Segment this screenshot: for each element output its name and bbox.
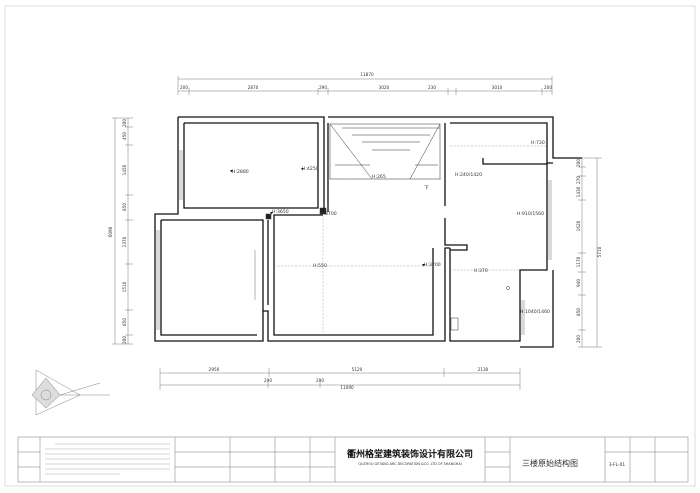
right-dim-5: 1170 (576, 256, 581, 267)
right-dim-6: 940 (576, 279, 581, 287)
top-dim-1: 200 (180, 85, 188, 90)
level-markers (230, 168, 425, 267)
right-dim-3: 1430 (576, 186, 581, 197)
right-dim-8: 200 (576, 335, 581, 343)
left-dim-3: 1450 (122, 164, 127, 175)
label-h-910-1560: H:910/1560 (517, 211, 544, 217)
top-dimension-chain (177, 76, 553, 95)
bottom-total-dimension: 11090 (340, 385, 354, 390)
label-h-3700: H:3700 (320, 211, 337, 217)
bottom-dim-3: 2130 (478, 367, 489, 372)
right-dim-2: 270 (576, 176, 581, 184)
left-dim-1: 200 (122, 119, 127, 127)
fixtures (265, 207, 510, 331)
label-h-730: H:730 (531, 140, 545, 146)
left-dim-5: 1370 (122, 236, 127, 247)
top-total-dimension: 11870 (360, 72, 374, 77)
sheet-frame (4, 5, 696, 487)
label-h-3200: H:3200 (424, 262, 441, 268)
drawing-number: 3-FL-01 (609, 462, 626, 468)
left-dim-6: 1510 (122, 281, 127, 292)
left-total-dimension: 6090 (108, 226, 113, 237)
notes-text-lines (45, 443, 170, 475)
label-h-4250: H:4250 (302, 166, 319, 172)
right-dim-4: 1620 (576, 220, 581, 231)
bottom-dim-2: 5120 (352, 367, 363, 372)
left-dim-7: 850 (122, 318, 127, 326)
right-dim-7: 850 (576, 308, 581, 316)
bottom-dimension-chain (159, 368, 521, 390)
company-name-cn: 衢州格堂建筑装饰设计有限公司 (347, 448, 473, 460)
bottom-dim-1: 2950 (209, 367, 220, 372)
left-dim-8: 200 (122, 336, 127, 344)
label-h-3650: H:3650 (272, 209, 289, 215)
right-total-dimension: 5710 (597, 246, 602, 257)
company-name-en: QUZHOU GETANG ARC DECORATION &CO. LTD OF… (358, 462, 461, 466)
label-h-265: H:265 (372, 174, 386, 180)
compass-symbol (31, 369, 110, 416)
top-dim-4: 3020 (379, 85, 390, 90)
windows (156, 150, 552, 335)
drawing-title: 三楼原始结构图 (522, 458, 578, 468)
outer-walls (154, 116, 582, 348)
label-down: 下 (424, 185, 429, 191)
hidden-lines (274, 145, 547, 335)
label-h-370: H:370 (474, 268, 488, 274)
top-dim-7: 200 (544, 85, 552, 90)
label-h-1040-1460: H:1040/1460 (520, 309, 550, 315)
label-h-550: H:550 (313, 263, 327, 269)
bottom-sub-1: 290 (264, 378, 272, 383)
label-h-2880: H:2880 (232, 169, 249, 175)
top-dim-2: 2870 (248, 85, 259, 90)
label-h-240-1420: H:240/1420 (455, 172, 482, 178)
left-dim-2: 450 (122, 132, 127, 140)
staircase (329, 123, 441, 180)
top-dim-5: 230 (428, 85, 436, 90)
right-dim-1: 200 (576, 159, 581, 167)
top-dim-6: 3010 (492, 85, 503, 90)
bottom-sub-2: 290 (316, 378, 324, 383)
top-dim-3: 290 (319, 85, 327, 90)
left-dim-4: 850 (122, 203, 127, 211)
left-dimension-chain (112, 117, 133, 345)
title-block (17, 436, 689, 483)
